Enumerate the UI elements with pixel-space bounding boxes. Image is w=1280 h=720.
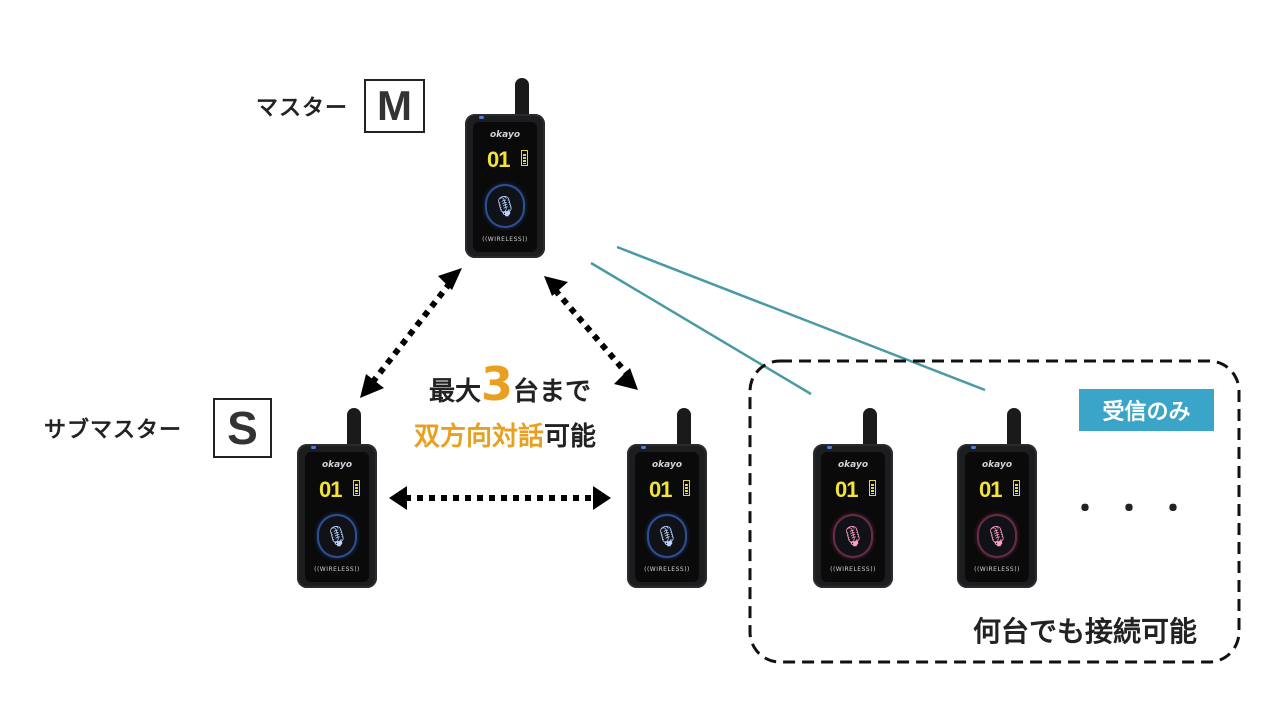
arrowhead-icon xyxy=(438,268,462,290)
channel-number: 01 xyxy=(319,477,343,502)
mic-icon: 🎙 xyxy=(324,524,350,548)
two-way-caption: 双方向対話可能 xyxy=(380,416,630,453)
channel-number: 01 xyxy=(487,147,511,172)
talk-button[interactable]: 🎙 xyxy=(487,186,523,226)
receive-only-tag: 受信のみ xyxy=(1079,389,1214,431)
submaster-letter-badge: S xyxy=(213,398,272,458)
model-label: ((WIRELESS)) xyxy=(644,566,690,573)
caption-max: 最大 xyxy=(428,377,481,407)
receive-link-line-2 xyxy=(590,261,812,396)
master-label: マスター xyxy=(256,96,349,121)
led-indicator xyxy=(311,446,316,449)
battery-icon xyxy=(1013,480,1020,496)
arrowhead-icon xyxy=(614,368,638,390)
antenna xyxy=(515,78,529,120)
device-screen: okayo 01 🎙 ((WIRELESS)) xyxy=(635,452,699,582)
more-devices-ellipsis: ・・・ xyxy=(1070,492,1202,527)
mic-icon: 🎙 xyxy=(840,524,866,548)
antenna xyxy=(1007,408,1021,450)
battery-icon xyxy=(521,150,528,166)
battery-icon xyxy=(683,480,690,496)
caption-possible: 可能 xyxy=(544,422,597,452)
bidirectional-arrow-master-right xyxy=(544,276,638,390)
mic-icon: 🎙 xyxy=(492,194,518,218)
talk-button[interactable]: 🎙 xyxy=(319,516,355,556)
antenna xyxy=(863,408,877,450)
battery-icon xyxy=(869,480,876,496)
channel-number: 01 xyxy=(979,477,1003,502)
receive-link-line-1 xyxy=(616,245,986,392)
device-screen: okayo 01 🎙 ((WIRELESS)) xyxy=(305,452,369,582)
antenna xyxy=(347,408,361,450)
led-indicator xyxy=(827,446,832,449)
led-indicator xyxy=(971,446,976,449)
brand-logo: okayo xyxy=(489,130,520,140)
model-label: ((WIRELESS)) xyxy=(314,566,360,573)
talk-button[interactable]: 🎙 xyxy=(649,516,685,556)
master-letter-badge: M xyxy=(364,79,425,133)
unlimited-connections-caption: 何台でも接続可能 xyxy=(972,615,1197,648)
model-label: ((WIRELESS)) xyxy=(974,566,1020,573)
device-screen: okayo 01 🎙 ((WIRELESS)) xyxy=(821,452,885,582)
max-devices-caption: 最大3台まで xyxy=(390,361,630,408)
bidirectional-arrow-master-left xyxy=(360,268,462,398)
led-indicator xyxy=(641,446,646,449)
talk-button[interactable]: 🎙 xyxy=(979,516,1015,556)
led-indicator xyxy=(479,116,484,119)
arrowhead-icon xyxy=(360,374,384,398)
brand-logo: okayo xyxy=(651,460,682,470)
brand-logo: okayo xyxy=(981,460,1012,470)
device-screen: okayo 01 🎙 ((WIRELESS)) xyxy=(473,122,537,252)
caption-two-way: 双方向対話 xyxy=(413,422,544,452)
bidirectional-arrow-submasters xyxy=(389,486,611,510)
receive-only-group-box xyxy=(748,359,1241,664)
talk-button[interactable]: 🎙 xyxy=(835,516,871,556)
arrowhead-icon xyxy=(544,276,568,296)
receiver-device-2: okayo 01 🎙 ((WIRELESS)) xyxy=(957,408,1037,588)
antenna xyxy=(677,408,691,450)
arrowhead-icon xyxy=(593,486,611,510)
brand-logo: okayo xyxy=(321,460,352,470)
channel-number: 01 xyxy=(649,477,673,502)
submaster-device-right: okayo 01 🎙 ((WIRELESS)) xyxy=(627,408,707,588)
submaster-label: サブマスター xyxy=(44,418,183,443)
mic-icon: 🎙 xyxy=(654,524,680,548)
model-label: ((WIRELESS)) xyxy=(830,566,876,573)
device-screen: okayo 01 🎙 ((WIRELESS)) xyxy=(965,452,1029,582)
arrowhead-icon xyxy=(389,486,407,510)
caption-number: 3 xyxy=(480,357,513,411)
channel-number: 01 xyxy=(835,477,859,502)
submaster-device-left: okayo 01 🎙 ((WIRELESS)) xyxy=(297,408,377,588)
receiver-device-1: okayo 01 🎙 ((WIRELESS)) xyxy=(813,408,893,588)
brand-logo: okayo xyxy=(837,460,868,470)
battery-icon xyxy=(353,480,360,496)
mic-icon: 🎙 xyxy=(984,524,1010,548)
caption-units: 台まで xyxy=(513,377,592,407)
model-label: ((WIRELESS)) xyxy=(482,236,528,243)
master-device: okayo 01 🎙 ((WIRELESS)) xyxy=(465,78,545,258)
